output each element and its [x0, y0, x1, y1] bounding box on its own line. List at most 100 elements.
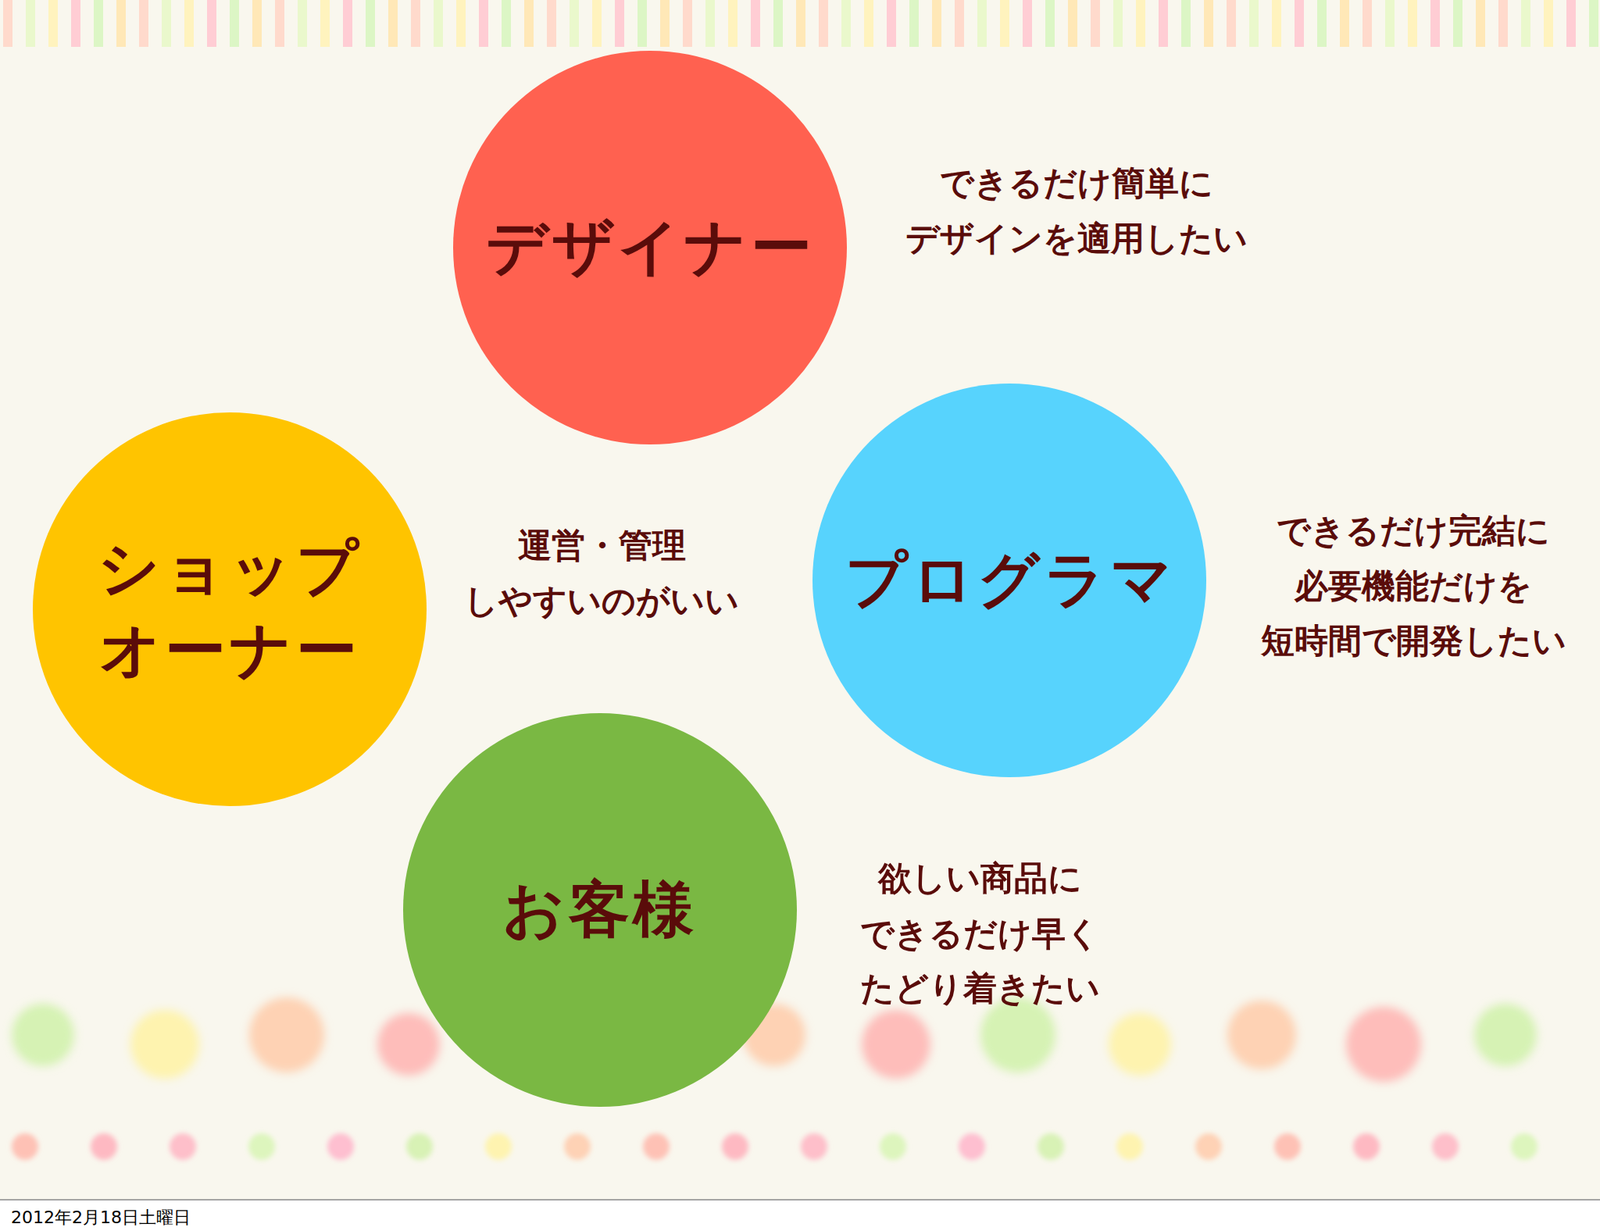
stripe: [1067, 0, 1078, 47]
requirement-note: できるだけ完結に 必要機能だけを 短時間で開発したい: [1237, 503, 1590, 670]
stripe: [1475, 0, 1486, 47]
dot: [130, 1010, 200, 1079]
stripe: [773, 0, 783, 47]
stripe: [1158, 0, 1168, 47]
stripe: [501, 0, 511, 47]
stripe: [1045, 0, 1055, 47]
small-dot: [1195, 1133, 1222, 1161]
stripe: [796, 0, 806, 47]
stripe: [456, 0, 466, 47]
stripe: [1430, 0, 1440, 47]
stripe: [705, 0, 715, 47]
stripe: [1090, 0, 1100, 47]
stripe: [728, 0, 738, 47]
small-dot: [248, 1133, 275, 1161]
small-dot: [642, 1133, 670, 1161]
small-dot: [406, 1133, 433, 1161]
small-dot: [958, 1133, 986, 1161]
footer-line: [0, 1199, 1600, 1201]
stripe: [818, 0, 829, 47]
small-dot: [1116, 1133, 1143, 1161]
stripe: [1589, 0, 1599, 47]
role-name: お客様: [435, 868, 765, 951]
requirement-note: 欲しい商品に できるだけ早く たどり着きたい: [839, 850, 1121, 1018]
small-dot: [1510, 1133, 1538, 1161]
stripe: [1181, 0, 1191, 47]
role-circle: お客様: [403, 713, 797, 1108]
dot: [249, 997, 325, 1073]
stripe: [1294, 0, 1304, 47]
role-name: プログラマ: [845, 539, 1174, 622]
stripe: [1113, 0, 1123, 47]
stripe: [184, 0, 194, 47]
stripe: [1407, 0, 1418, 47]
small-dot: [800, 1133, 828, 1161]
stripe: [932, 0, 942, 47]
stripe: [1453, 0, 1463, 47]
stripe: [1385, 0, 1395, 47]
stripe: [1203, 0, 1214, 47]
small-dot: [721, 1133, 749, 1161]
date-stamp: 2012年2月18日土曜日: [10, 1206, 191, 1230]
small-dot: [1274, 1133, 1301, 1161]
stripe: [161, 0, 172, 47]
circle-fill: [403, 713, 797, 1108]
stripe: [886, 0, 897, 47]
stripe: [229, 0, 240, 47]
stripe: [569, 0, 579, 47]
stripe: [909, 0, 919, 47]
stripe: [954, 0, 965, 47]
stripe: [1543, 0, 1554, 47]
stripe: [841, 0, 851, 47]
stripe: [977, 0, 987, 47]
dot: [1474, 1003, 1537, 1067]
small-dot: [1353, 1133, 1380, 1161]
stripe: [1249, 0, 1259, 47]
stripe: [25, 0, 36, 47]
stripe: [864, 0, 874, 47]
role-circle: デザイナー: [453, 50, 847, 445]
small-dot: [564, 1133, 591, 1161]
dot: [861, 1010, 931, 1079]
dot: [1108, 1013, 1172, 1076]
small-dot: [11, 1133, 39, 1161]
stripe: [207, 0, 217, 47]
stripe: [388, 0, 398, 47]
circle-fill: [32, 412, 427, 807]
circle-fill: [812, 383, 1207, 778]
stripe: [637, 0, 647, 47]
top-stripes: [3, 0, 1599, 47]
stripe: [433, 0, 443, 47]
small-dot: [485, 1133, 512, 1161]
stripe: [410, 0, 421, 47]
stripe: [660, 0, 670, 47]
small-dot: [1037, 1133, 1065, 1161]
stripe: [1566, 0, 1576, 47]
stripe: [592, 0, 602, 47]
circle-fill: [453, 50, 847, 445]
stripe: [1498, 0, 1508, 47]
stripe: [1000, 0, 1010, 47]
role-name: ショップ オーナー: [81, 527, 379, 693]
stripe: [1317, 0, 1327, 47]
stripe: [1339, 0, 1350, 47]
role-name: デザイナー: [485, 206, 815, 289]
stripe: [524, 0, 534, 47]
stripe: [93, 0, 104, 47]
stripe: [1135, 0, 1146, 47]
dot: [1346, 1007, 1422, 1083]
small-dot: [169, 1133, 197, 1161]
stripe: [1022, 0, 1033, 47]
stripe: [1362, 0, 1372, 47]
stripe: [682, 0, 693, 47]
dot: [980, 997, 1056, 1073]
role-circle: ショップ オーナー: [32, 412, 427, 807]
stripe: [48, 0, 58, 47]
stripe: [750, 0, 761, 47]
stripe: [546, 0, 557, 47]
stripe: [252, 0, 262, 47]
stripe: [478, 0, 489, 47]
stripe: [1226, 0, 1236, 47]
dot: [11, 1003, 75, 1067]
stripe: [139, 0, 149, 47]
